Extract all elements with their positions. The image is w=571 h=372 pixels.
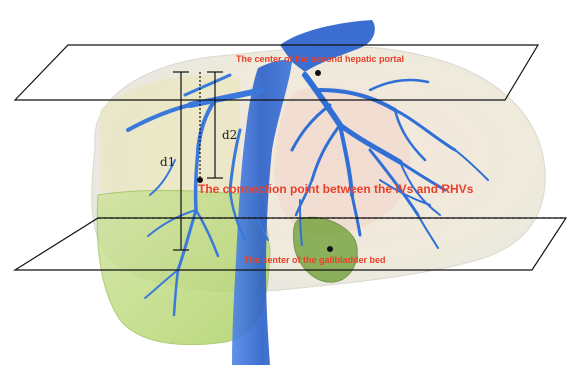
gallbladder-bed-label: The center of the gallbladder bed — [244, 256, 386, 265]
second-hepatic-portal-label: The center of the second hepatic portal — [236, 55, 404, 64]
gallbladder-bed-point — [327, 246, 333, 252]
d2-label: d2 — [222, 129, 237, 141]
second-hepatic-portal-point — [315, 70, 321, 76]
connection-point-label: The connection point between the IVs and… — [198, 183, 473, 195]
d1-label: d1 — [160, 156, 175, 168]
